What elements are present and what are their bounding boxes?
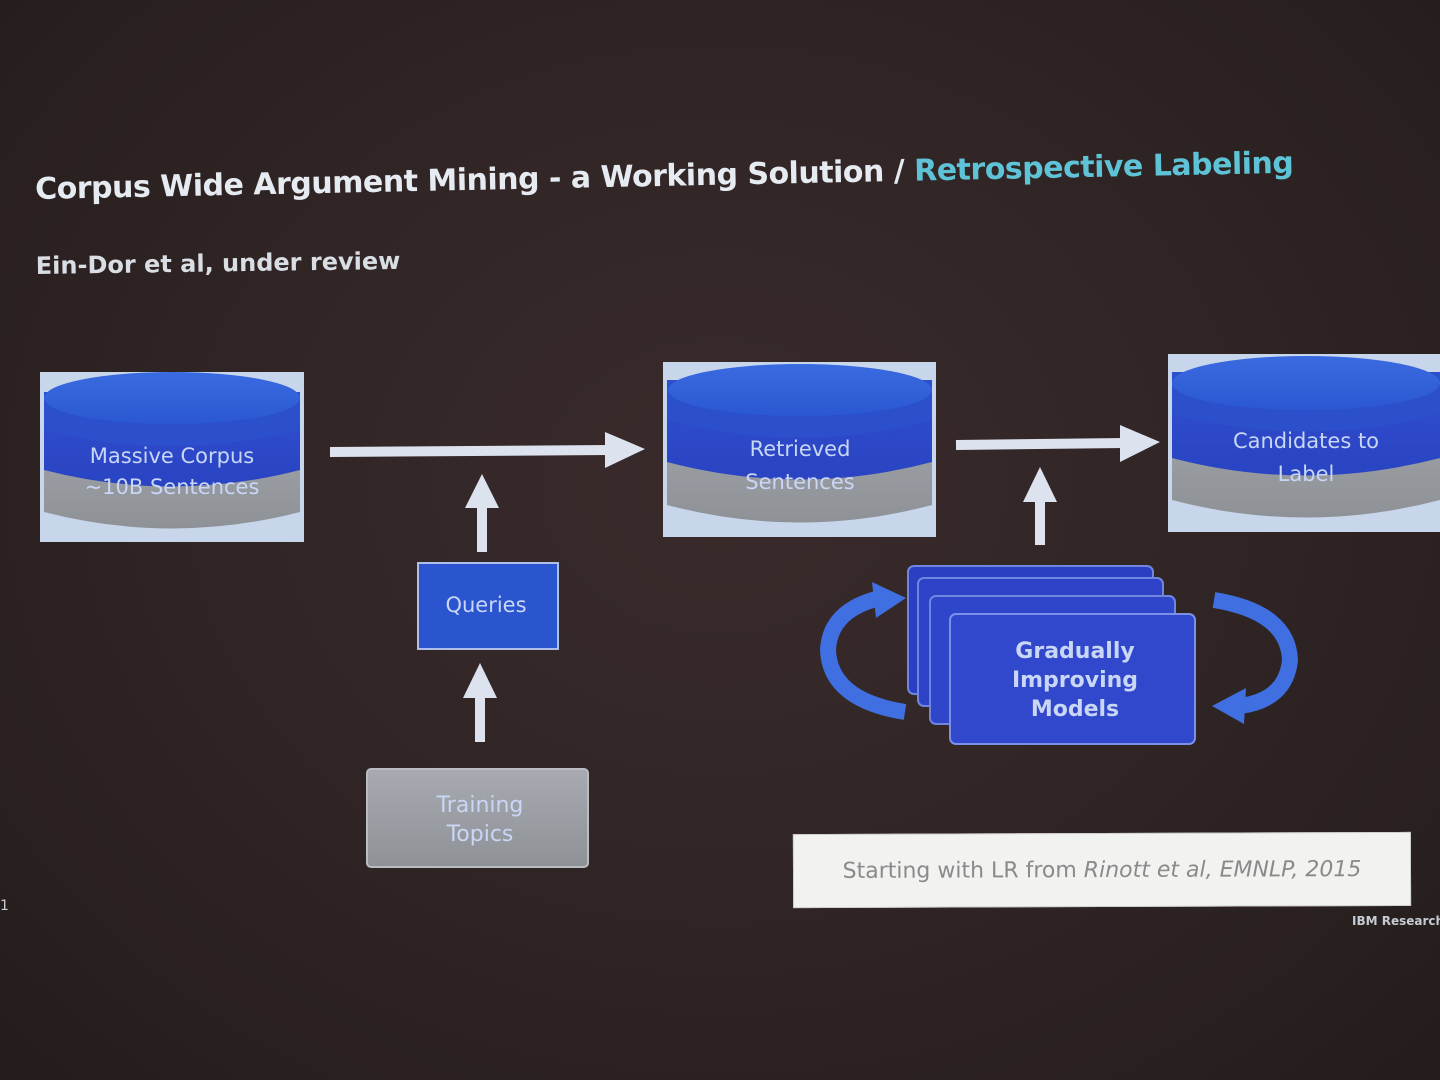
corpus-label-1: Massive Corpus: [90, 444, 254, 468]
cycle-arrow-left: [819, 582, 907, 720]
retrieved-label-2: Sentences: [745, 470, 854, 494]
candidates-cylinder: Candidates to Label: [1168, 354, 1440, 532]
models-stack: Gradually Improving Models: [907, 565, 1196, 745]
retrieved-cylinder: Retrieved Sentences: [663, 362, 936, 537]
training-label-1: Training: [436, 793, 524, 818]
note-citation: Rinott et al, EMNLP, 2015: [1083, 856, 1362, 883]
arrow-training-up: [463, 663, 497, 742]
models-label-1: Gradually: [1015, 639, 1134, 664]
training-topics-box: Training Topics: [366, 768, 589, 868]
training-label-2: Topics: [446, 822, 514, 847]
queries-box: Queries: [417, 562, 559, 650]
arrow-retrieved-to-candidates: [955, 425, 1160, 462]
cycle-arrow-right: [1212, 592, 1299, 724]
corpus-cylinder: Massive Corpus ~10B Sentences: [40, 372, 304, 542]
models-label-3: Models: [1031, 697, 1119, 722]
retrieved-label-1: Retrieved: [750, 437, 851, 461]
page-number: 1: [0, 898, 9, 914]
arrow-corpus-to-retrieved: [329, 432, 645, 468]
citation-note: Starting with LR from Rinott et al, EMNL…: [792, 831, 1412, 909]
models-label-2: Improving: [1012, 668, 1138, 693]
arrow-models-up: [1023, 467, 1057, 545]
arrow-queries-up: [465, 474, 499, 552]
footer-brand: IBM Research: [1352, 914, 1440, 928]
queries-label: Queries: [445, 593, 526, 617]
candidates-label-2: Label: [1278, 462, 1335, 486]
corpus-label-2: ~10B Sentences: [85, 475, 260, 499]
candidates-label-1: Candidates to: [1233, 429, 1379, 453]
note-prefix: Starting with LR from: [842, 857, 1077, 884]
